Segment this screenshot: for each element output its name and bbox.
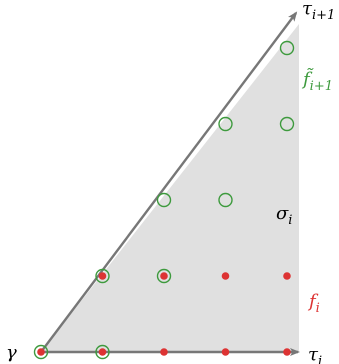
label-gamma: γ xyxy=(6,342,17,363)
green-lattice-circle xyxy=(33,344,49,360)
green-lattice-circle xyxy=(156,268,172,284)
green-lattice-circle xyxy=(95,268,110,284)
green-lattice-circle xyxy=(279,116,295,132)
label-tau-i-plus-1: τi+1 xyxy=(302,0,335,23)
label-f-tilde-i-plus-1: f̃i+1 xyxy=(301,67,333,94)
label-sigma-i: σi xyxy=(276,203,292,228)
green-lattice-circle xyxy=(218,192,233,208)
red-lattice-point xyxy=(98,272,107,280)
red-lattice-point xyxy=(160,272,168,280)
red-points-group xyxy=(37,272,291,356)
red-lattice-point xyxy=(283,348,291,356)
ray-tau-i-plus-1 xyxy=(40,11,298,353)
green-circles-group xyxy=(33,40,295,360)
red-lattice-point xyxy=(98,348,107,356)
red-lattice-point xyxy=(160,348,168,356)
label-f-i: fi xyxy=(307,291,320,316)
green-lattice-circle xyxy=(279,40,295,56)
red-lattice-point xyxy=(221,272,230,280)
green-lattice-circle xyxy=(218,116,233,132)
green-lattice-circle xyxy=(156,192,172,208)
cone-region xyxy=(41,24,299,352)
label-tau-i: τi xyxy=(308,344,322,364)
red-lattice-point xyxy=(283,272,291,280)
green-lattice-circle xyxy=(95,344,110,360)
red-lattice-point xyxy=(221,348,230,356)
red-lattice-point xyxy=(37,348,45,356)
